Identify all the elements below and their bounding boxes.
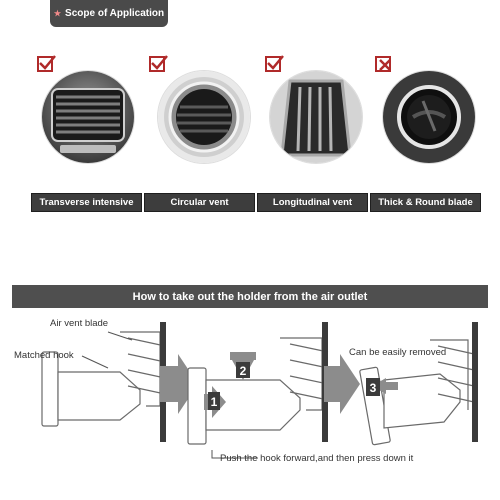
- check-icon: [265, 55, 284, 72]
- arrow-icon: [372, 378, 398, 394]
- vent-label-bar: Transverse intensive Circular vent Longi…: [31, 193, 481, 212]
- removal-diagram: 1 2 3 Air vent blade Matched hook Can be…: [0, 310, 500, 490]
- removal-diagram-svg: 1 2 3: [41, 322, 478, 459]
- step-1-label: 1: [211, 395, 218, 409]
- holder-panel-2: [187, 322, 329, 445]
- scope-title: Scope of Application: [65, 8, 165, 19]
- vent-label: Transverse intensive: [31, 193, 142, 212]
- check-icon: [37, 55, 56, 72]
- howto-header: How to take out the holder from the air …: [12, 285, 488, 308]
- scope-tab: ★ Scope of Application: [50, 0, 168, 27]
- vent-label: Circular vent: [144, 193, 255, 212]
- cross-icon: [375, 56, 391, 72]
- step-2-label: 2: [240, 364, 247, 378]
- matched-hook-label: Matched hook: [14, 350, 74, 361]
- check-icon: [149, 55, 168, 72]
- arrow-icon: [324, 354, 360, 414]
- vent-photo-longitudinal: [270, 71, 362, 163]
- vent-photo-circular: [158, 71, 250, 163]
- star-icon: ★: [53, 9, 62, 18]
- step-3-label: 3: [370, 381, 377, 395]
- easily-removed-label: Can be easily removed: [349, 347, 447, 358]
- holder-panel-1: [41, 322, 166, 442]
- vent-photo-transverse: [42, 71, 134, 163]
- vent-photo-round-blade: [383, 71, 475, 163]
- vent-label: Longitudinal vent: [257, 193, 368, 212]
- push-instruction-label: Push the hook forward,and then press dow…: [220, 453, 414, 464]
- vent-label: Thick & Round blade: [370, 193, 481, 212]
- arrow-icon: [160, 354, 198, 414]
- howto-title: How to take out the holder from the air …: [132, 290, 368, 303]
- air-vent-blade-label: Air vent blade: [50, 318, 109, 329]
